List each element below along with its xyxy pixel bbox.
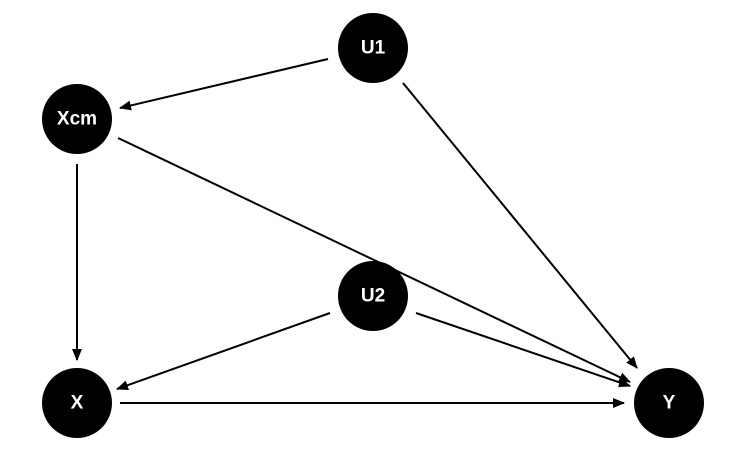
- node-xcm: Xcm: [42, 84, 112, 154]
- node-u1-label: U1: [361, 38, 386, 59]
- node-x: X: [42, 368, 112, 438]
- node-y: Y: [634, 368, 704, 438]
- node-xcm-label: Xcm: [57, 109, 97, 130]
- node-u1: U1: [338, 13, 408, 83]
- edge-u1-to-xcm: [119, 58, 329, 111]
- node-xcm-circle: [42, 84, 112, 154]
- edge-u2-to-y: [415, 312, 631, 388]
- node-u2-circle: [338, 261, 408, 331]
- edge-u1-to-y: [402, 82, 638, 369]
- node-x-circle: [42, 368, 112, 438]
- node-y-circle: [634, 368, 704, 438]
- node-u2: U2: [338, 261, 408, 331]
- nodes: U1 Xcm U2 X Y: [42, 13, 704, 438]
- edge-xcm-to-y: [117, 137, 631, 383]
- edge-u2-to-x: [116, 312, 331, 391]
- node-x-label: X: [71, 393, 84, 414]
- node-u1-circle: [338, 13, 408, 83]
- edges: [72, 58, 638, 408]
- node-u2-label: U2: [361, 286, 385, 307]
- node-y-label: Y: [663, 393, 676, 414]
